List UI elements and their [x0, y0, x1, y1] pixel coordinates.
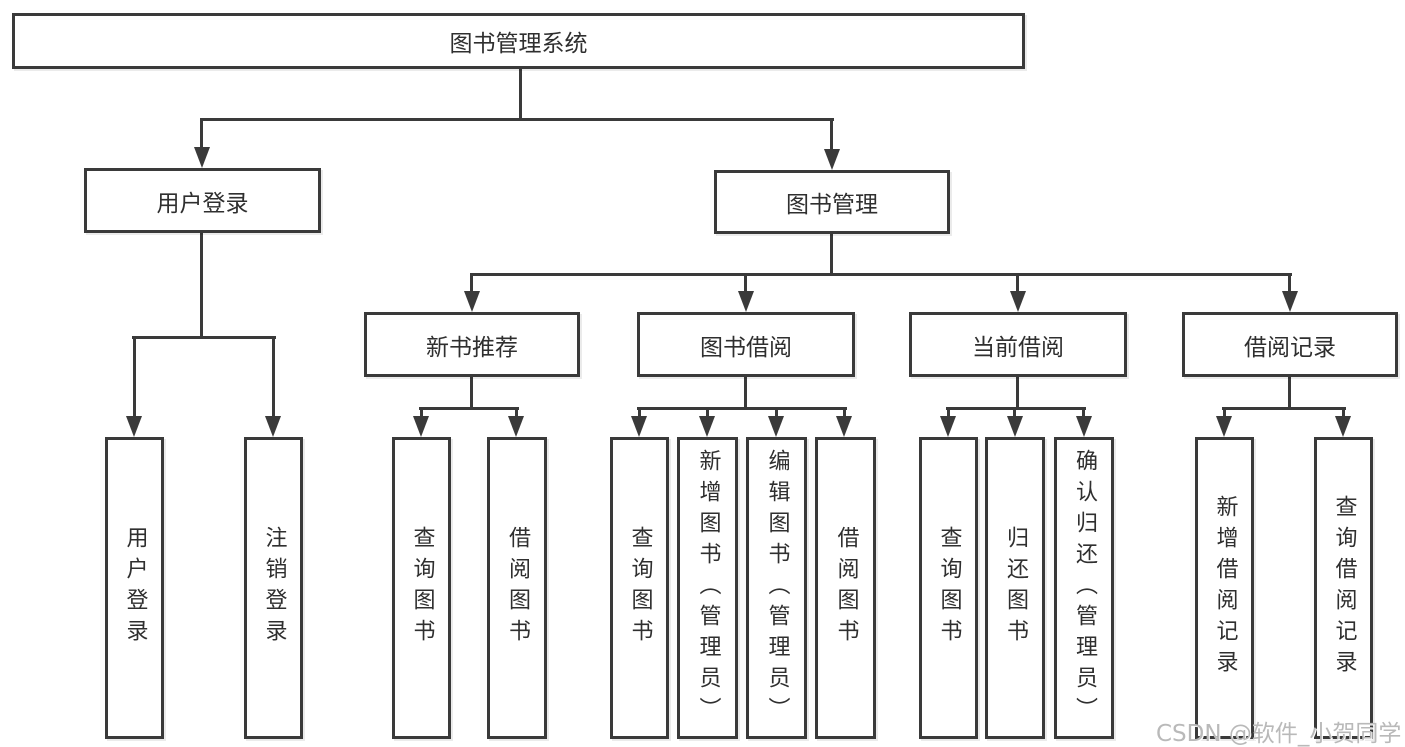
node-label: 确认归还（管理员）	[1072, 448, 1097, 728]
connector-line	[830, 118, 833, 153]
csdn-watermark: CSDN @软件_小贺同学	[1156, 721, 1402, 747]
connector-line	[947, 407, 950, 421]
leaf-add-book-admin: 新增图书（管理员）	[677, 437, 738, 739]
connector-line	[272, 336, 275, 420]
connector-line	[1016, 273, 1019, 297]
connector-line	[1222, 407, 1346, 410]
connector-line	[133, 336, 136, 420]
node-label: 借阅记录	[1244, 334, 1336, 361]
node-label: 归还图书	[1003, 526, 1028, 650]
arrow-down-icon	[699, 416, 715, 437]
node-root-system: 图书管理系统	[12, 13, 1025, 69]
arrow-down-icon	[1335, 416, 1351, 437]
connector-line	[706, 407, 709, 421]
connector-line	[515, 407, 518, 421]
node-label: 查询借阅记录	[1331, 495, 1357, 681]
connector-line	[420, 407, 423, 421]
arrow-down-icon	[768, 416, 784, 437]
node-book-borrowing: 图书借阅	[637, 312, 855, 377]
node-new-book-recommend: 新书推荐	[364, 312, 580, 377]
connector-line	[470, 377, 473, 410]
connector-line	[200, 118, 203, 151]
connector-line	[1288, 273, 1291, 297]
connector-line	[1013, 407, 1016, 421]
leaf-query-books-borrow: 查询图书	[610, 437, 669, 739]
connector-line	[132, 336, 276, 339]
connector-line	[843, 407, 846, 421]
node-user-login: 用户登录	[84, 168, 321, 233]
connector-line	[470, 273, 473, 297]
leaf-query-borrow-record: 查询借阅记录	[1314, 437, 1373, 739]
node-label: 用户登录	[122, 526, 148, 650]
node-label: 用户登录	[156, 190, 249, 217]
node-label: 注销登录	[261, 526, 287, 650]
connector-line	[1082, 407, 1085, 421]
connector-line	[1288, 377, 1291, 410]
connector-line	[744, 273, 747, 297]
node-label: 当前借阅	[972, 334, 1064, 361]
node-label: 编辑图书（管理员）	[764, 448, 790, 728]
leaf-query-books-current: 查询图书	[919, 437, 978, 739]
node-label: 查询图书	[627, 526, 653, 650]
connector-line	[519, 68, 522, 121]
leaf-add-borrow-record: 新增借阅记录	[1195, 437, 1254, 739]
arrow-down-icon	[1076, 416, 1092, 437]
arrow-down-icon	[464, 291, 480, 312]
arrow-down-icon	[836, 416, 852, 437]
node-label: 新增图书（管理员）	[695, 448, 721, 728]
connector-line	[1342, 407, 1345, 421]
node-label: 借阅图书	[833, 526, 859, 650]
connector-line	[775, 407, 778, 421]
node-label: 查询图书	[936, 526, 962, 650]
node-borrow-records: 借阅记录	[1182, 312, 1398, 377]
connector-line	[946, 407, 1086, 410]
leaf-confirm-return-admin: 确认归还（管理员）	[1054, 437, 1114, 739]
leaf-return-book: 归还图书	[985, 437, 1045, 739]
connector-line	[1016, 377, 1019, 410]
node-label: 新书推荐	[426, 334, 518, 361]
leaf-user-login: 用户登录	[105, 437, 164, 739]
arrow-down-icon	[824, 149, 840, 170]
node-current-borrowing: 当前借阅	[909, 312, 1127, 377]
connector-line	[200, 118, 834, 121]
arrow-down-icon	[126, 416, 142, 437]
node-label: 图书管理	[786, 192, 878, 218]
arrow-down-icon	[738, 291, 754, 312]
node-label: 查询图书	[409, 526, 435, 650]
leaf-borrow-books: 借阅图书	[815, 437, 876, 739]
leaf-query-books-recommend: 查询图书	[392, 437, 451, 739]
connector-line	[470, 273, 1292, 276]
connector-line	[637, 407, 847, 410]
arrow-down-icon	[940, 416, 956, 437]
connector-line	[200, 233, 203, 339]
connector-line	[1223, 407, 1226, 421]
node-label: 借阅图书	[505, 526, 530, 650]
arrow-down-icon	[1010, 291, 1026, 312]
connector-line	[419, 407, 519, 410]
connector-line	[830, 234, 833, 276]
node-label: 图书管理系统	[449, 31, 588, 57]
leaf-borrow-books-recommend: 借阅图书	[487, 437, 547, 739]
connector-line	[638, 407, 641, 421]
leaf-logout: 注销登录	[244, 437, 303, 739]
arrow-down-icon	[413, 416, 429, 437]
arrow-down-icon	[508, 416, 524, 437]
arrow-down-icon	[265, 416, 281, 437]
leaf-edit-book-admin: 编辑图书（管理员）	[746, 437, 807, 739]
arrow-down-icon	[194, 147, 210, 168]
connector-line	[744, 377, 747, 410]
arrow-down-icon	[1007, 416, 1023, 437]
node-label: 图书借阅	[700, 334, 792, 361]
arrow-down-icon	[631, 416, 647, 437]
node-label: 新增借阅记录	[1212, 495, 1238, 681]
node-book-management: 图书管理	[714, 170, 950, 234]
arrow-down-icon	[1282, 291, 1298, 312]
arrow-down-icon	[1216, 416, 1232, 437]
